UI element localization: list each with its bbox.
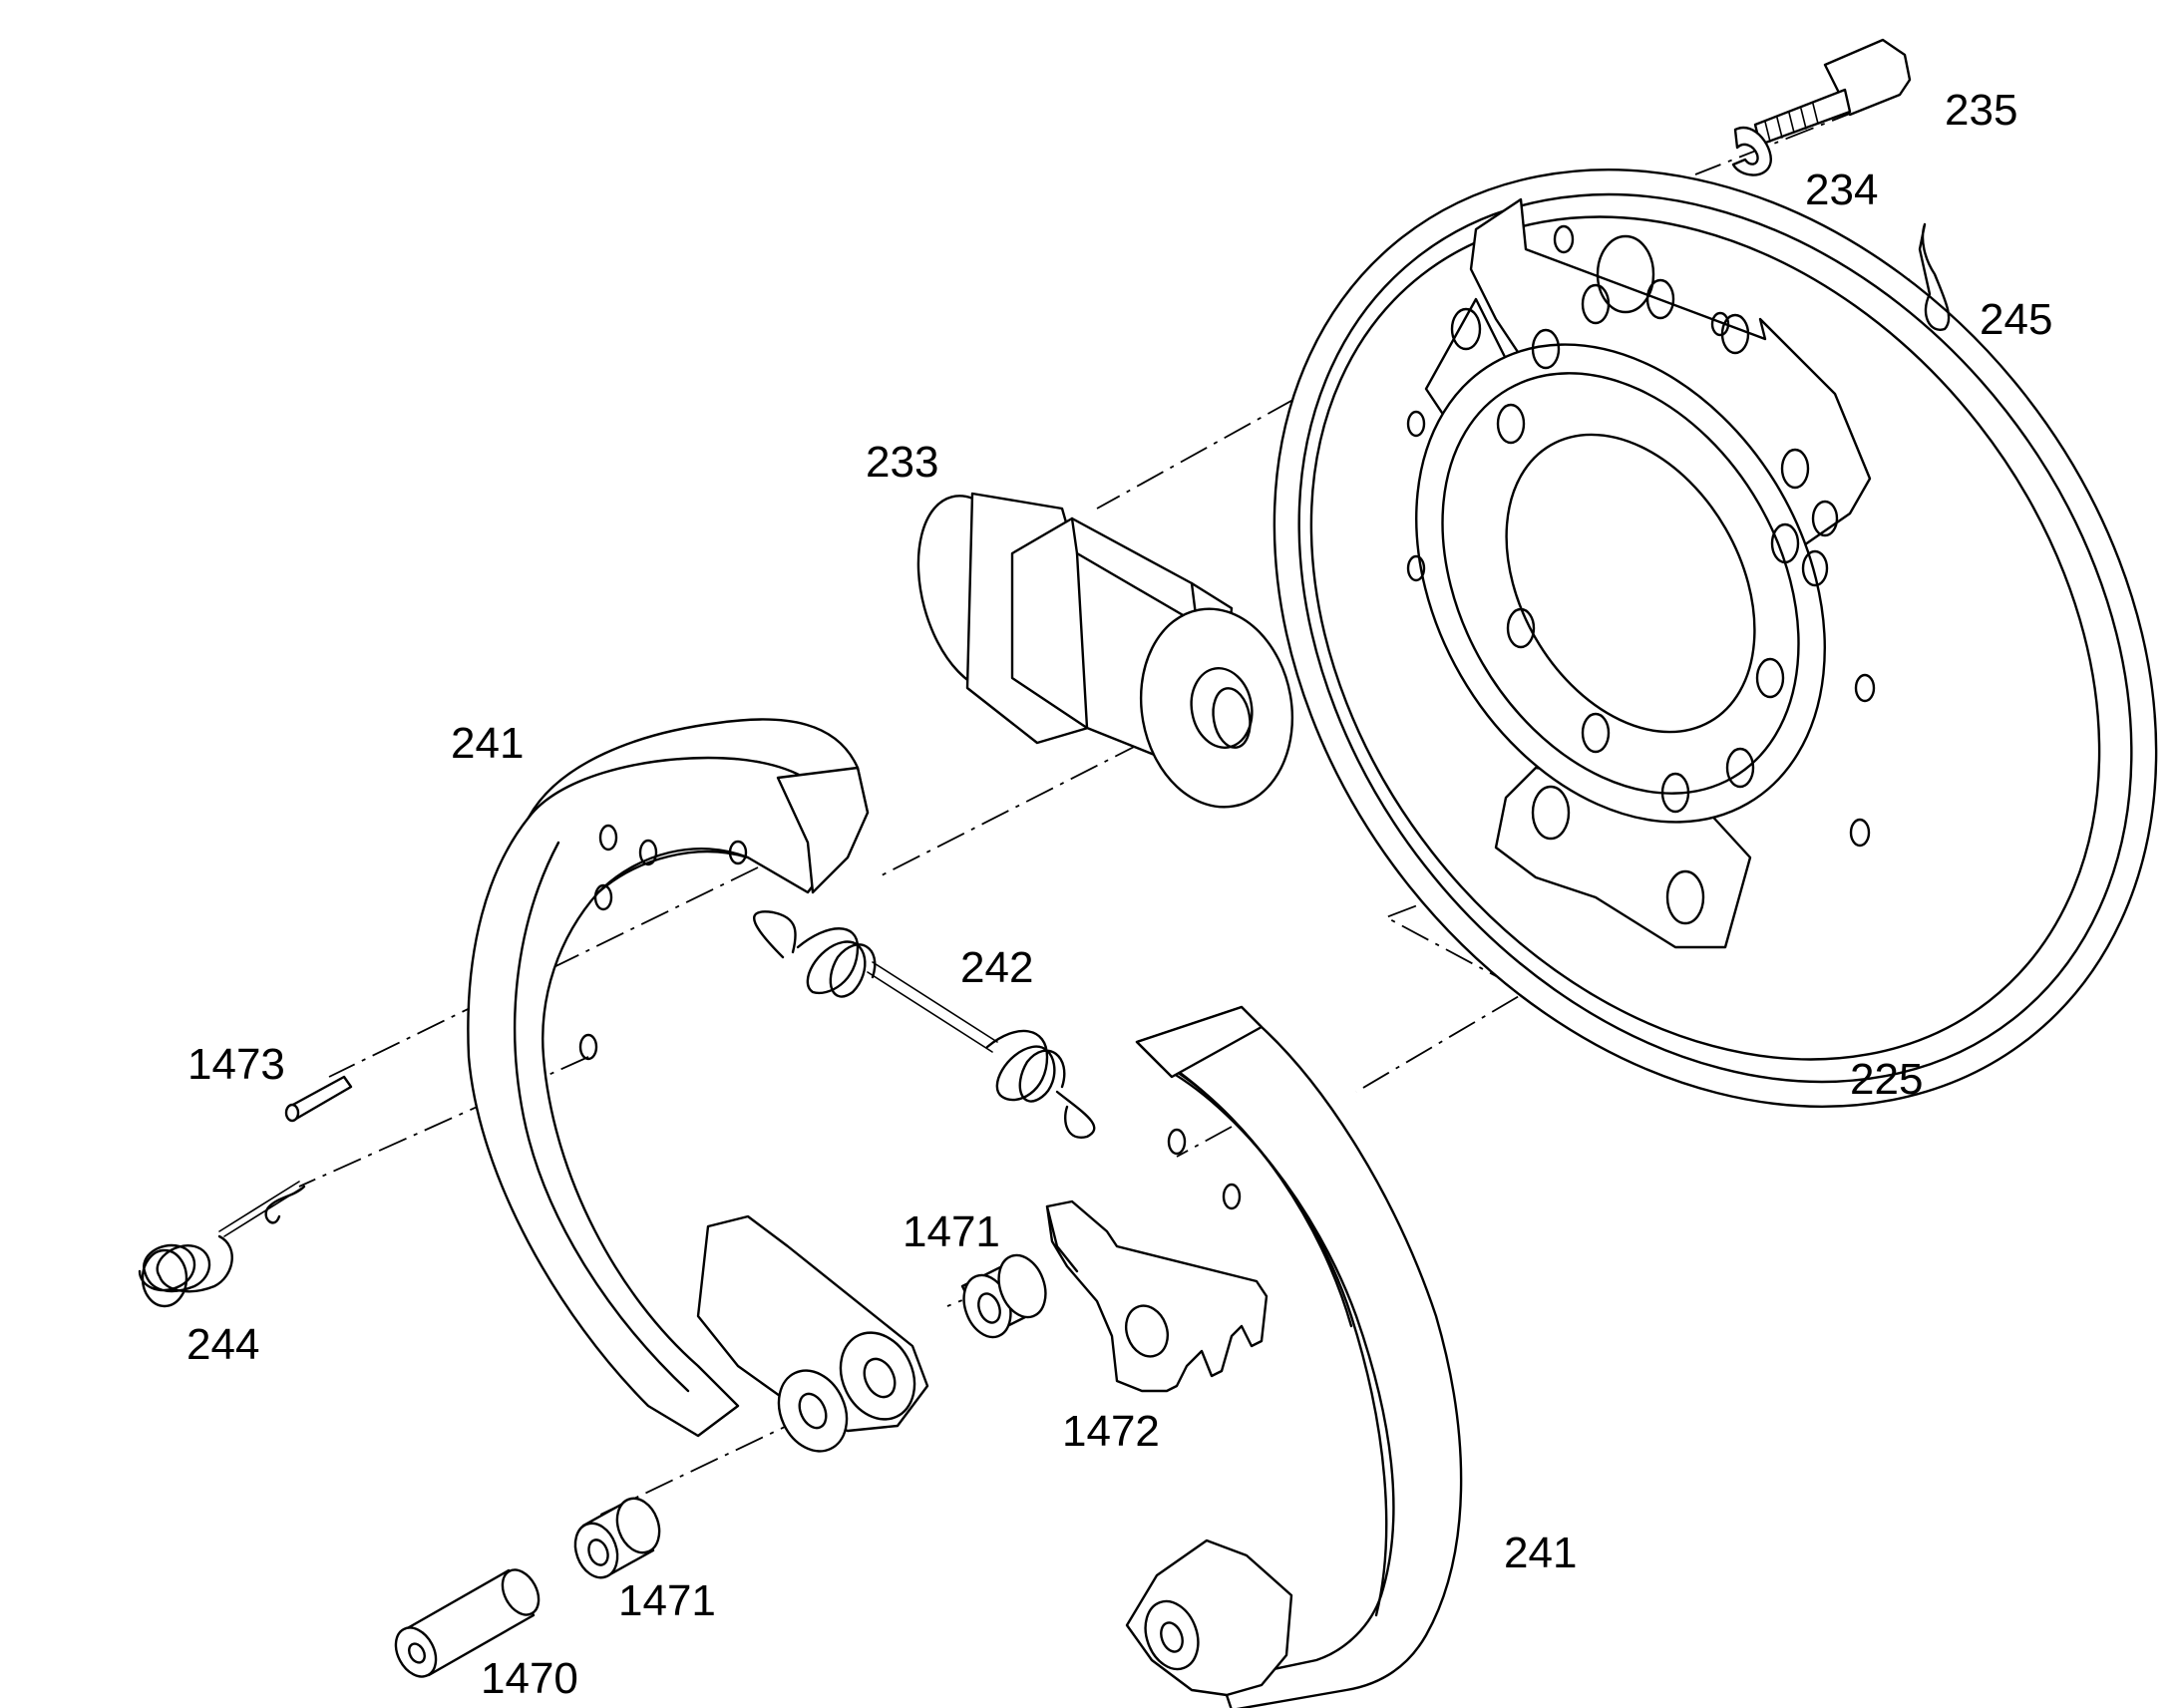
label-241-upper: 241 [451, 719, 524, 768]
bushing-1471-middle [960, 1253, 1047, 1339]
brake-shoe-241-upper [467, 718, 929, 1453]
label-1473: 1473 [187, 1040, 285, 1089]
label-244: 244 [186, 1320, 259, 1369]
label-242: 242 [960, 943, 1033, 992]
wheel-cylinder-233 [916, 492, 1294, 809]
label-1471-low: 1471 [618, 1576, 716, 1625]
label-1471-middle: 1471 [903, 1207, 1000, 1256]
label-235: 235 [1945, 86, 2017, 135]
backing-plate-225 [1272, 169, 2158, 1108]
plate-1472 [1045, 1199, 1269, 1393]
label-234: 234 [1805, 166, 1878, 214]
brake-shoe-241-lower [1125, 1005, 1463, 1708]
label-233: 233 [866, 438, 938, 487]
bushing-1471-low [573, 1497, 661, 1579]
label-241-lower: 241 [1504, 1529, 1577, 1577]
label-225: 225 [1850, 1055, 1923, 1104]
bolt-235 [1753, 38, 1912, 147]
spring-242 [753, 910, 1096, 1139]
part-labels: 235 234 245 233 225 241 242 1473 244 147… [186, 86, 2052, 1703]
pin-1470 [394, 1568, 541, 1678]
plate-mounting-holes [1406, 224, 1876, 925]
spring-244 [138, 1181, 306, 1308]
label-1470: 1470 [481, 1654, 578, 1703]
washer-234 [1731, 126, 1772, 176]
clip-245 [1918, 222, 1951, 331]
pin-1473 [284, 1075, 353, 1123]
label-245: 245 [1980, 295, 2052, 344]
label-1472: 1472 [1062, 1407, 1160, 1456]
